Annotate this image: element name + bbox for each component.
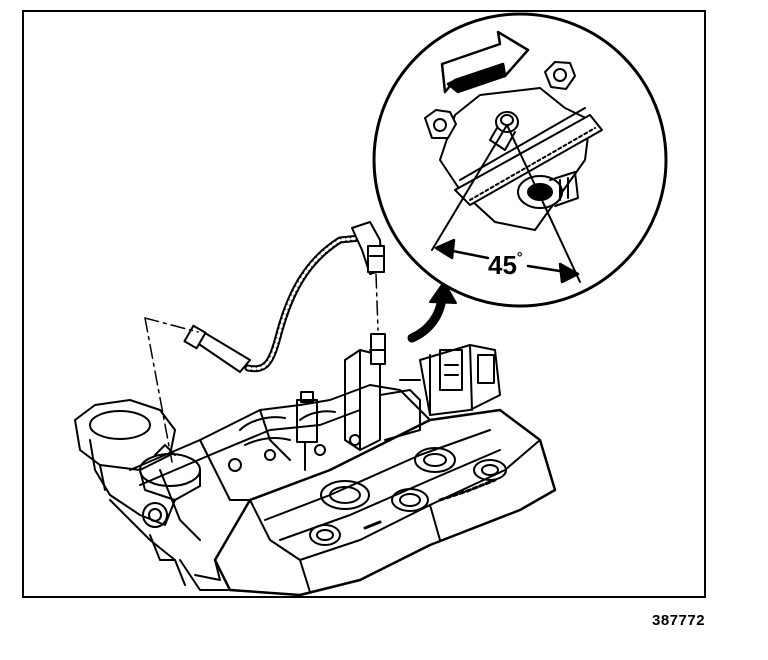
sensors-and-fittings <box>296 344 501 471</box>
detail-inset <box>372 12 668 308</box>
throttle-body <box>74 399 201 561</box>
intake-manifold <box>129 384 431 541</box>
alignment-lines <box>144 273 379 463</box>
spark-plug-wire <box>183 221 385 373</box>
detail-pointer-arrow <box>407 281 457 343</box>
angle-dimension-arrow <box>434 238 580 284</box>
coil-terminal <box>369 333 386 365</box>
spark-plug-wells <box>309 447 507 546</box>
hex-nut <box>544 61 576 90</box>
angle-lines <box>431 124 581 283</box>
rotation-direction-arrow <box>440 30 530 94</box>
figure-number: 387772 <box>652 612 706 629</box>
hex-nut <box>424 109 457 139</box>
angle-label: 45° <box>488 249 523 280</box>
